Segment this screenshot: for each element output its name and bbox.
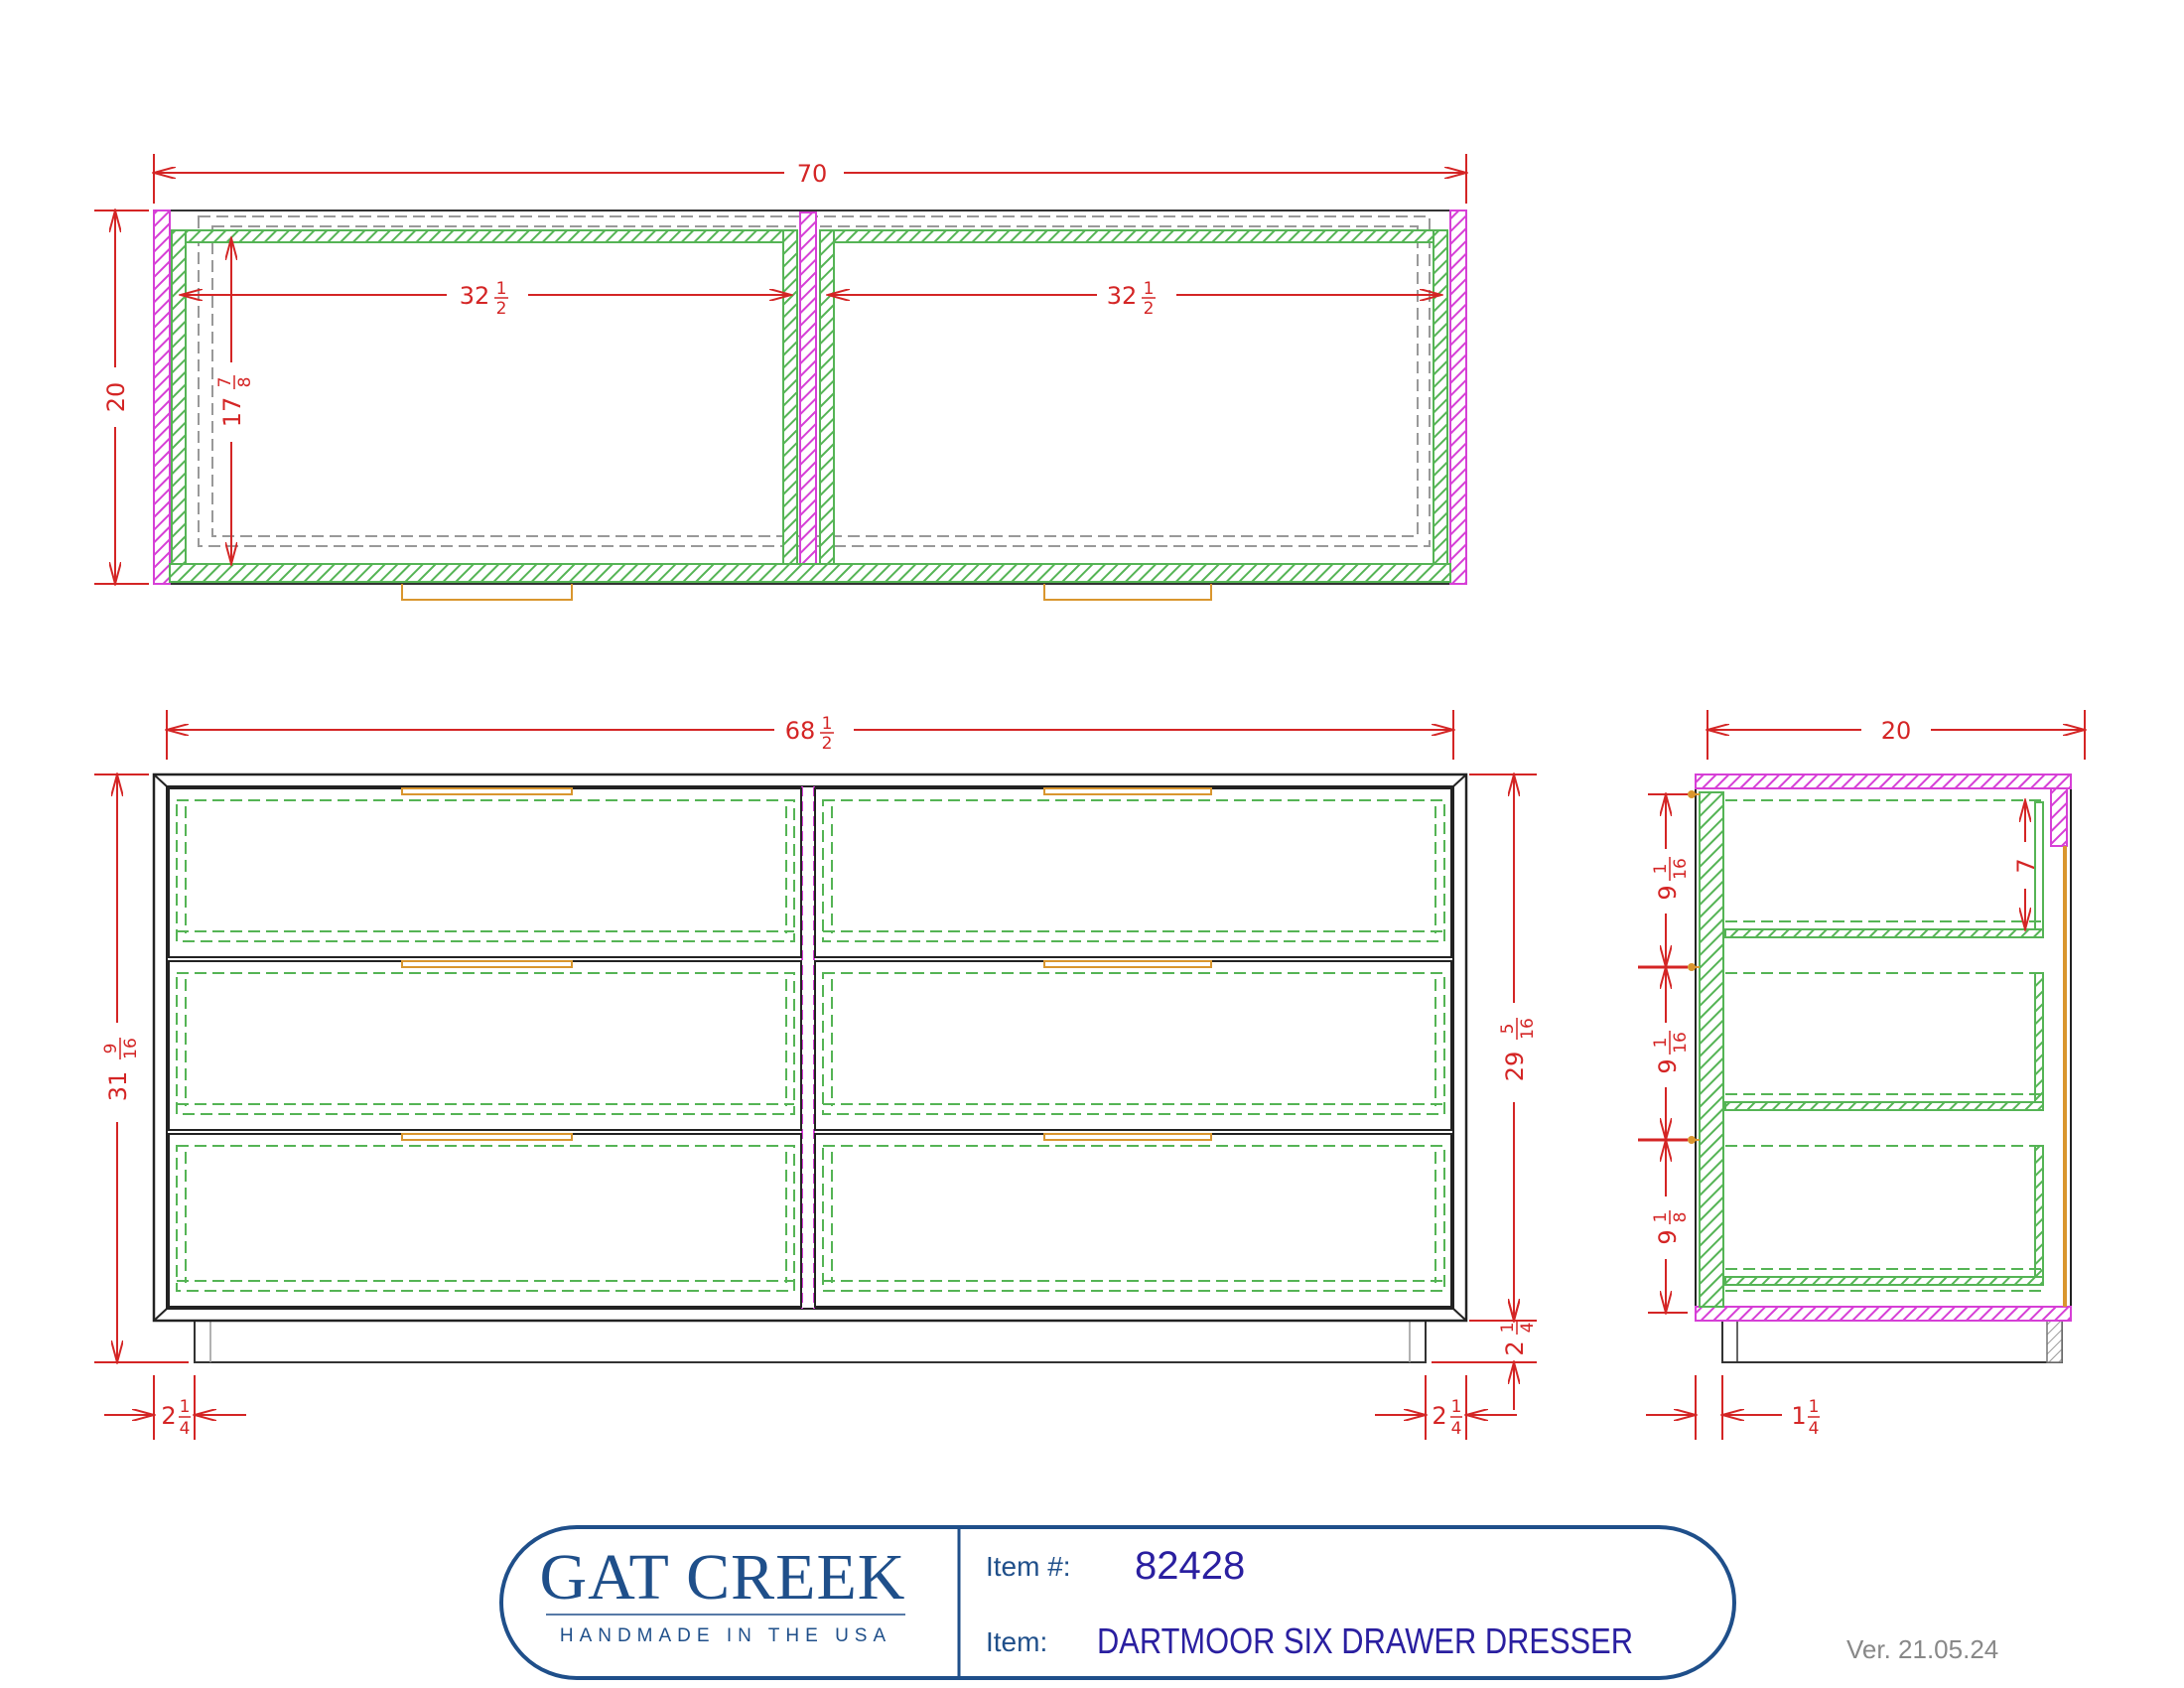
- dim-front-case-height-num: 5: [1498, 1024, 1518, 1035]
- top-view-dimensions: 70 20 32 1 2 32 1 2 17 7 8: [94, 154, 1466, 584]
- dim-front-width-den: 2: [822, 734, 833, 754]
- item-number-value: 82428: [1135, 1544, 1245, 1588]
- dim-base-height-whole: 2: [1501, 1340, 1529, 1355]
- logo-sub-text: HANDMADE IN THE USA: [560, 1625, 891, 1646]
- dim-top-right-inner-num: 1: [1144, 279, 1155, 299]
- dim-drawer-3-num: 1: [1651, 1212, 1671, 1223]
- dim-top-left-inner-den: 2: [496, 299, 507, 319]
- front-view-dimensions: 68 1 2 31 9 16 29 5 16 2 1 4: [94, 710, 1538, 1440]
- item-name-value: DARTMOOR SIX DRAWER DRESSER: [1097, 1620, 1633, 1661]
- dim-drawer-3-den: 8: [1671, 1212, 1691, 1223]
- dim-base-height-num: 1: [1498, 1323, 1518, 1334]
- dim-top-inner-depth-num: 7: [215, 377, 235, 388]
- dim-top-left-inner-num: 1: [496, 279, 507, 299]
- dim-drawer-2-den: 16: [1671, 1032, 1691, 1054]
- item-label: Item:: [986, 1626, 1047, 1657]
- dim-drawer-1-num: 1: [1651, 864, 1671, 875]
- dim-top-right-inner-den: 2: [1144, 299, 1155, 319]
- logo-main-text: GAT CREEK: [540, 1541, 906, 1614]
- dim-top-inner-depth-whole: 17: [218, 397, 246, 428]
- dim-side-depth: 20: [1881, 717, 1912, 745]
- dim-front-total-height-num: 9: [101, 1044, 121, 1055]
- dim-front-width-whole: 68: [785, 717, 816, 745]
- dim-side-setback-den: 4: [1809, 1419, 1820, 1439]
- dim-right-setback-num: 1: [1451, 1397, 1462, 1417]
- dim-side-setback-whole: 1: [1791, 1402, 1806, 1430]
- dim-base-height-den: 4: [1518, 1323, 1538, 1334]
- title-block: GAT CREEK HANDMADE IN THE USA Item #: 82…: [499, 1525, 1736, 1680]
- dim-drawer-3-whole: 9: [1654, 1229, 1682, 1244]
- brand-logo: GAT CREEK HANDMADE IN THE USA: [540, 1541, 906, 1646]
- dim-top-depth: 20: [102, 382, 130, 413]
- dim-right-setback-whole: 2: [1432, 1402, 1446, 1430]
- dim-drawer-2-whole: 9: [1654, 1058, 1682, 1073]
- dim-left-setback-whole: 2: [161, 1402, 176, 1430]
- dim-front-total-height-den: 16: [121, 1038, 141, 1059]
- dim-drawer-2-num: 1: [1651, 1038, 1671, 1049]
- top-view: [153, 210, 1467, 601]
- front-view: [152, 773, 1468, 1363]
- side-view-dimensions: 20 9 1 16 9 1 16 9 1 8 7: [1638, 710, 2085, 1440]
- dim-front-total-height-whole: 31: [104, 1071, 132, 1102]
- item-number-label: Item #:: [986, 1551, 1071, 1582]
- dim-inner-height: 7: [2012, 858, 2040, 873]
- dim-top-left-inner-whole: 32: [460, 282, 490, 310]
- dim-drawer-1-whole: 9: [1654, 885, 1682, 900]
- side-view: [1688, 774, 2072, 1363]
- dim-top-inner-depth-den: 8: [235, 377, 255, 388]
- dim-front-width-num: 1: [822, 714, 833, 734]
- dim-left-setback-den: 4: [180, 1419, 191, 1439]
- dim-top-right-inner-whole: 32: [1107, 282, 1138, 310]
- dim-front-case-height-whole: 29: [1501, 1052, 1529, 1082]
- dim-side-setback-num: 1: [1809, 1397, 1820, 1417]
- dim-top-width: 70: [797, 160, 828, 188]
- dim-left-setback-num: 1: [180, 1397, 191, 1417]
- dim-front-case-height-den: 16: [1518, 1018, 1538, 1040]
- dim-drawer-1-den: 16: [1671, 858, 1691, 880]
- dim-right-setback-den: 4: [1451, 1419, 1462, 1439]
- version-text: Ver. 21.05.24: [1846, 1634, 1998, 1664]
